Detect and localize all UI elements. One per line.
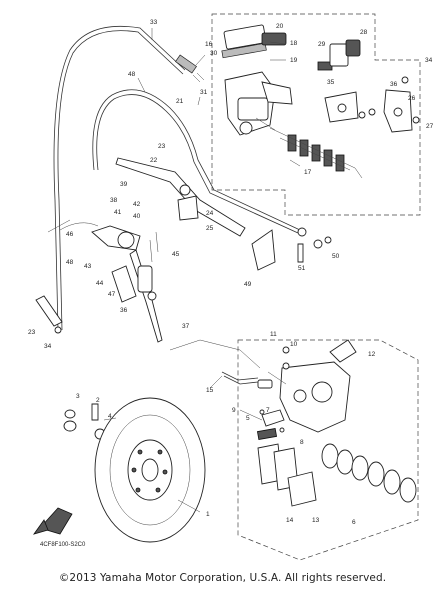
brake-disc xyxy=(94,397,206,543)
part-numbers: 33 20 18 16 19 30 29 28 31 48 21 34 35 3… xyxy=(28,19,434,548)
label-3: 3 xyxy=(76,393,80,400)
copyright-notice: ©2013 Yamaha Motor Corporation, U.S.A. A… xyxy=(58,572,387,584)
label-31: 31 xyxy=(200,89,208,96)
brake-cable xyxy=(53,25,205,331)
label-1: 1 xyxy=(206,511,210,518)
label-43: 43 xyxy=(84,263,92,270)
label-41: 41 xyxy=(114,209,122,216)
label-45: 45 xyxy=(172,251,180,258)
brake-hose xyxy=(92,89,307,237)
label-47: 47 xyxy=(108,291,116,298)
caliper-pistons xyxy=(321,443,417,503)
caliper xyxy=(257,339,357,433)
label-46: 46 xyxy=(66,231,74,238)
label-30: 30 xyxy=(210,50,218,57)
label-18: 18 xyxy=(290,40,298,47)
label-34a: 34 xyxy=(425,57,433,64)
label-36: 36 xyxy=(390,81,398,88)
brake-pads xyxy=(256,409,317,507)
label-12: 12 xyxy=(368,351,376,358)
label-22: 22 xyxy=(150,157,158,164)
lever-bracket xyxy=(324,76,420,133)
label-48: 48 xyxy=(128,71,136,78)
label-50: 50 xyxy=(332,253,340,260)
label-34b: 34 xyxy=(44,343,52,350)
piston-kit xyxy=(269,127,363,179)
pedal-linkage xyxy=(47,219,163,343)
label-48b: 48 xyxy=(66,259,74,266)
master-cylinder-group-outline xyxy=(211,13,421,216)
label-10: 10 xyxy=(290,341,298,348)
label-25: 25 xyxy=(206,225,214,232)
label-37: 37 xyxy=(182,323,190,330)
label-4: 4 xyxy=(108,413,112,420)
bolt-assembly xyxy=(35,295,63,334)
label-29: 29 xyxy=(318,41,326,48)
label-20: 20 xyxy=(276,23,284,30)
label-35: 35 xyxy=(327,79,335,86)
label-42: 42 xyxy=(133,201,141,208)
label-38: 38 xyxy=(110,197,118,204)
label-40: 40 xyxy=(133,213,141,220)
brake-switch xyxy=(317,39,361,71)
caliper-group-outline xyxy=(237,339,419,561)
screws xyxy=(297,236,332,263)
label-19: 19 xyxy=(290,57,298,64)
label-27: 27 xyxy=(426,123,434,130)
label-44: 44 xyxy=(96,280,104,287)
label-23a: 23 xyxy=(158,143,166,150)
label-26: 26 xyxy=(408,95,416,102)
mounting-bracket xyxy=(251,229,276,271)
caliper-hose xyxy=(169,339,261,385)
label-15: 15 xyxy=(206,387,214,394)
front-direction-arrow xyxy=(33,507,73,535)
label-36b: 36 xyxy=(120,307,128,314)
label-39: 39 xyxy=(120,181,128,188)
master-cylinder-assembly xyxy=(221,24,293,136)
label-8: 8 xyxy=(300,439,304,446)
label-6: 6 xyxy=(352,519,356,526)
label-21: 21 xyxy=(176,98,184,105)
diagram-reference-code: 4CF8F100-S2C0 xyxy=(40,542,86,548)
label-17: 17 xyxy=(304,169,312,176)
leader-lines xyxy=(103,28,301,513)
label-14: 14 xyxy=(286,517,294,524)
label-7: 7 xyxy=(266,407,270,414)
label-16: 16 xyxy=(205,41,213,48)
label-24: 24 xyxy=(206,210,214,217)
label-9: 9 xyxy=(232,407,236,414)
label-2: 2 xyxy=(96,397,100,404)
label-49: 49 xyxy=(244,281,252,288)
label-5: 5 xyxy=(246,415,250,422)
label-11: 11 xyxy=(270,331,277,338)
label-23b: 23 xyxy=(28,329,36,336)
label-28: 28 xyxy=(360,29,368,36)
label-13: 13 xyxy=(312,517,320,524)
label-51: 51 xyxy=(298,265,306,272)
brake-lever xyxy=(115,157,246,237)
disc-bolts xyxy=(63,403,106,440)
label-33: 33 xyxy=(150,19,158,26)
